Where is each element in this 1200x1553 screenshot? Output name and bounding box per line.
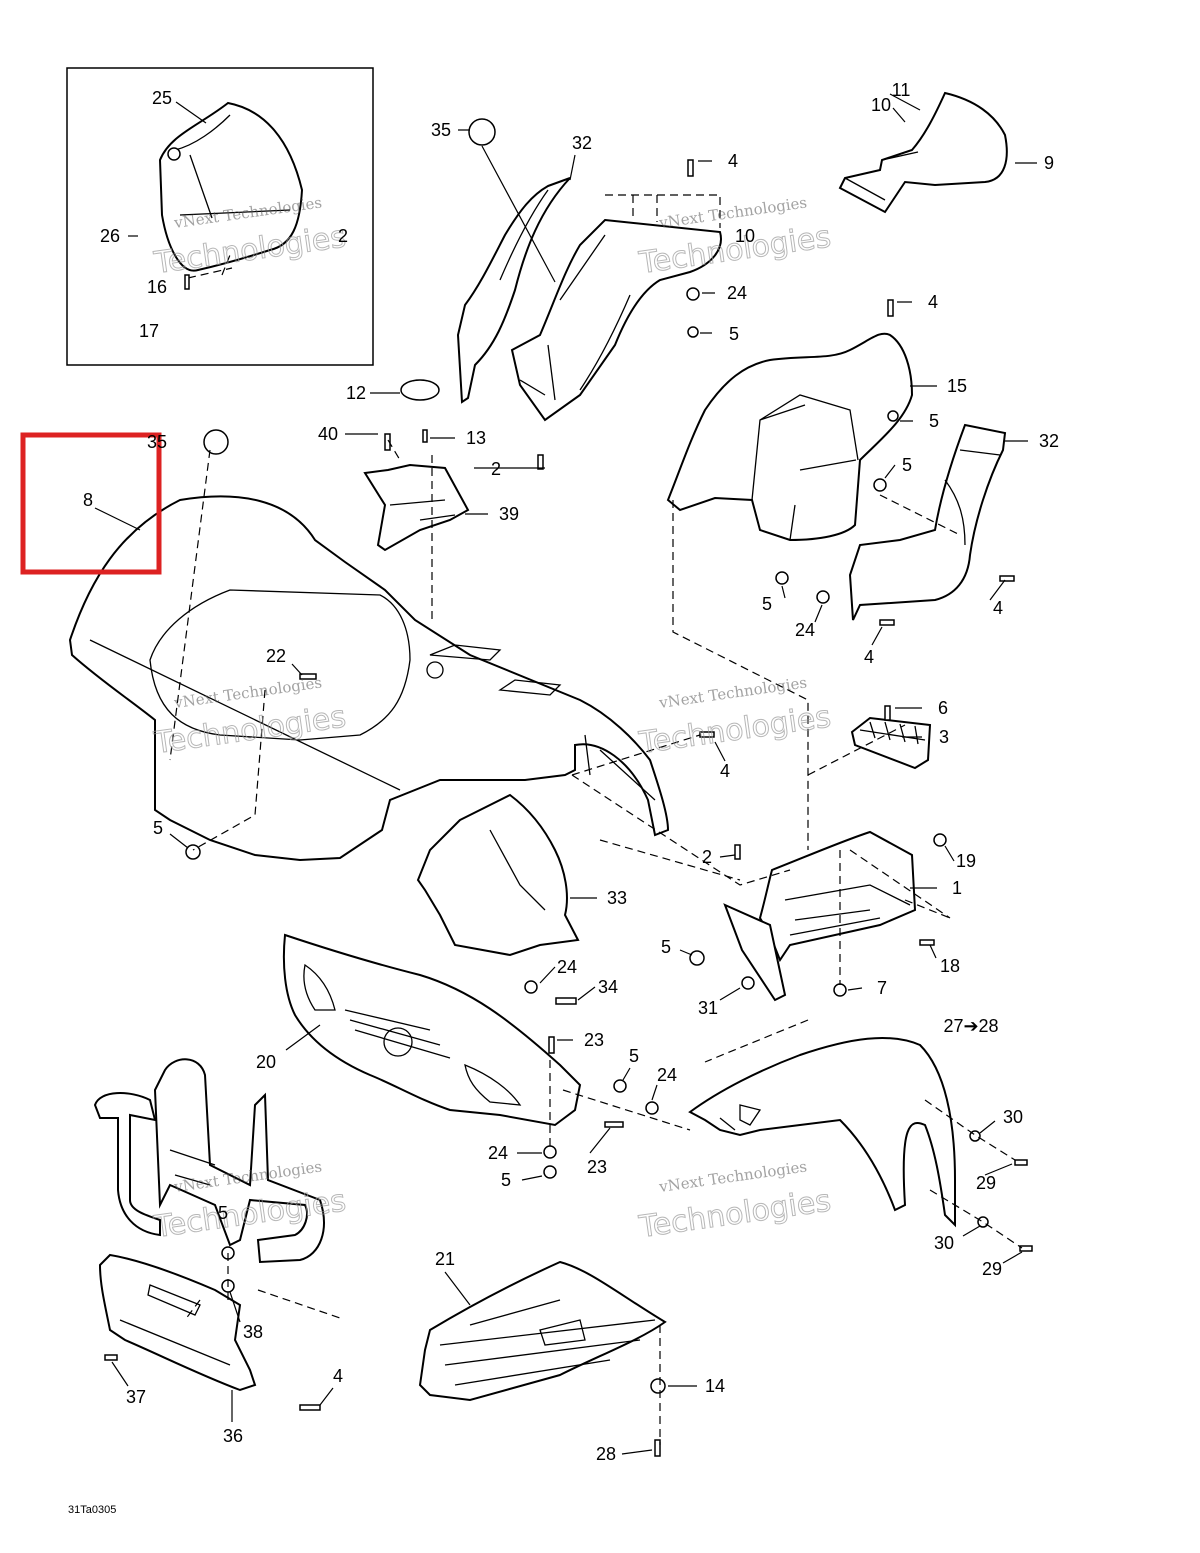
part-36-skid-plate xyxy=(98,1253,257,1392)
callout-c4e: 4 xyxy=(720,761,730,781)
callout-c24e: 24 xyxy=(488,1143,508,1163)
callout-c30a: 30 xyxy=(1003,1107,1023,1127)
callout-c8: 8 xyxy=(83,490,93,510)
callout-c35a: 35 xyxy=(431,120,451,140)
inset-frame xyxy=(66,67,374,366)
leader-lines xyxy=(94,93,1037,1455)
callout-c29b: 29 xyxy=(982,1259,1002,1279)
part-39-bracket xyxy=(363,463,470,552)
callout-c24b: 24 xyxy=(795,620,815,640)
callout-c5i: 5 xyxy=(218,1203,228,1223)
part-32-fender-right xyxy=(848,423,1007,621)
callout-c5e: 5 xyxy=(153,818,163,838)
callout-c40: 40 xyxy=(318,424,338,444)
part-25-cover xyxy=(158,101,304,272)
callout-c25: 25 xyxy=(152,88,172,108)
assembly-lines xyxy=(169,439,1023,1445)
callout-c6: 6 xyxy=(938,698,948,718)
callout-c20: 20 xyxy=(256,1052,276,1072)
callout-c10b: 10 xyxy=(871,95,891,115)
callout-c9: 9 xyxy=(1044,153,1054,173)
callout-c28: 28 xyxy=(596,1444,616,1464)
callout-c5d: 5 xyxy=(762,594,772,614)
callout-c32b: 32 xyxy=(1039,431,1059,451)
callout-c26: 26 xyxy=(100,226,120,246)
callout-c5b: 5 xyxy=(929,411,939,431)
inset-dash xyxy=(187,254,233,279)
callout-c5h: 5 xyxy=(501,1170,511,1190)
callout-c14: 14 xyxy=(705,1376,725,1396)
callout-c5f: 5 xyxy=(661,937,671,957)
callout-c17: 17 xyxy=(139,321,159,341)
callout-c24a: 24 xyxy=(727,283,747,303)
callout-c36: 36 xyxy=(223,1426,243,1446)
part-27-28-fender xyxy=(688,1037,956,1228)
part-grill-guard xyxy=(93,1058,325,1264)
part-20-bumper xyxy=(282,933,582,1127)
callout-c38: 38 xyxy=(243,1322,263,1342)
part-15-fender-liner xyxy=(666,332,914,542)
part-9-panel xyxy=(838,91,1008,214)
callout-c18: 18 xyxy=(940,956,960,976)
callout-c3: 3 xyxy=(939,727,949,747)
callout-c24c: 24 xyxy=(557,957,577,977)
callout-c33: 33 xyxy=(607,888,627,908)
callout-c24d: 24 xyxy=(657,1065,677,1085)
part-21-skid-plate xyxy=(418,1260,667,1402)
part-10-inner-fender xyxy=(510,194,722,422)
callout-c4d: 4 xyxy=(864,647,874,667)
callout-c30b: 30 xyxy=(934,1233,954,1253)
callout-c11: 11 xyxy=(892,80,911,100)
part-3-step xyxy=(850,716,932,770)
callout-c32a: 32 xyxy=(572,133,592,153)
callout-c23a: 23 xyxy=(584,1030,604,1050)
callout-c4b: 4 xyxy=(928,292,938,312)
callout-c29a: 29 xyxy=(976,1173,996,1193)
callout-c21: 21 xyxy=(435,1249,455,1269)
callout-c5a: 5 xyxy=(729,324,739,344)
callout-c34: 34 xyxy=(598,977,618,997)
callout-c2728: 27➔28 xyxy=(943,1016,998,1036)
callout-c4f: 4 xyxy=(333,1366,343,1386)
highlight-box xyxy=(20,432,162,575)
callout-c4a: 4 xyxy=(728,151,738,171)
callout-c2c: 2 xyxy=(702,847,712,867)
callout-c22: 22 xyxy=(266,646,286,666)
part-33-guard xyxy=(416,793,580,957)
callout-c5c: 5 xyxy=(902,455,912,475)
callout-c39: 39 xyxy=(499,504,519,524)
callout-c10a: 10 xyxy=(735,226,755,246)
callout-c16: 16 xyxy=(147,277,167,297)
callout-c15: 15 xyxy=(947,376,967,396)
callout-c31: 31 xyxy=(698,998,718,1018)
drawing-code: 31Ta0305 xyxy=(68,1504,116,1516)
part-1-footrest xyxy=(723,830,917,1002)
callout-c23b: 23 xyxy=(587,1157,607,1177)
callout-c2a: 2 xyxy=(338,226,348,246)
callout-c13: 13 xyxy=(466,428,486,448)
callout-c5g: 5 xyxy=(629,1046,639,1066)
callout-c4c: 4 xyxy=(993,598,1003,618)
part-8-front-fender xyxy=(68,495,670,862)
callout-c37: 37 xyxy=(126,1387,146,1407)
hardware xyxy=(104,118,1033,1457)
callout-c7: 7 xyxy=(877,978,887,998)
callout-c1: 1 xyxy=(952,878,962,898)
callout-c35b: 35 xyxy=(147,432,167,452)
callout-c12: 12 xyxy=(346,383,366,403)
callout-c2b: 2 xyxy=(491,459,501,479)
callout-c19: 19 xyxy=(956,851,976,871)
